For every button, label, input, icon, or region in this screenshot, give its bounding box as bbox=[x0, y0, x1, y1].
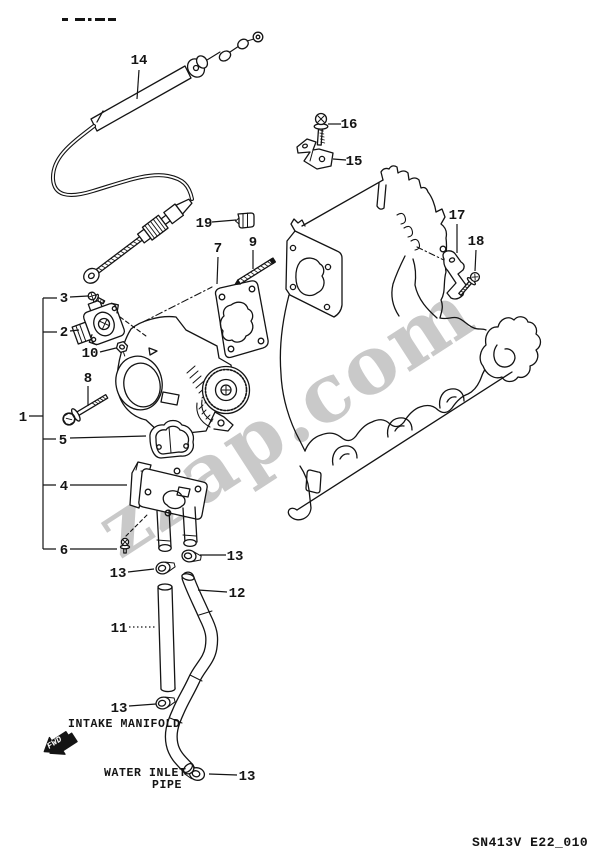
hose-clamp-a bbox=[181, 549, 202, 563]
callout-16: 16 bbox=[341, 117, 358, 133]
callout-13a: 13 bbox=[227, 549, 244, 565]
leader-14 bbox=[136, 69, 140, 100]
leader-13d bbox=[208, 773, 238, 776]
engine-bracket bbox=[442, 250, 467, 300]
hose-clamp-b bbox=[155, 561, 176, 575]
alignment-lines bbox=[119, 286, 213, 537]
callout-3: 3 bbox=[60, 291, 68, 307]
curved-hose bbox=[164, 571, 219, 775]
callout-9: 9 bbox=[249, 235, 257, 251]
throttle-cable bbox=[50, 31, 264, 284]
callout-18: 18 bbox=[468, 234, 485, 250]
stud-bolt bbox=[234, 257, 277, 286]
hose-clamp-c bbox=[155, 696, 176, 710]
callout-13d: 13 bbox=[239, 769, 256, 785]
sensor-screw bbox=[87, 291, 106, 305]
bracket-bolt-small bbox=[458, 271, 481, 296]
straight-hose bbox=[157, 583, 176, 693]
leader-15 bbox=[332, 158, 347, 161]
callout-15: 15 bbox=[346, 154, 363, 170]
callout-19: 19 bbox=[196, 216, 213, 232]
callouts: 14 16 15 19 9 7 17 18 3 2 10 8 1 5 4 6 1… bbox=[19, 53, 485, 785]
callout-8: 8 bbox=[84, 371, 92, 387]
leader-13b bbox=[127, 568, 155, 573]
callout-1: 1 bbox=[19, 410, 27, 426]
leader-lines bbox=[29, 69, 477, 776]
callout-11: 11 bbox=[111, 621, 128, 637]
body-bolt bbox=[62, 393, 109, 426]
callout-12: 12 bbox=[229, 586, 246, 602]
iac-gasket bbox=[149, 419, 195, 459]
iac-valve bbox=[129, 461, 208, 553]
intake-manifold-label: INTAKE MANIFOLD bbox=[68, 718, 181, 731]
water-inlet-label-line1: WATER INLET bbox=[104, 767, 187, 780]
leader-13c bbox=[128, 703, 157, 707]
engine-block bbox=[279, 165, 542, 521]
sensor-nut bbox=[115, 341, 129, 357]
leader-5 bbox=[43, 435, 147, 440]
callout-6: 6 bbox=[60, 543, 68, 559]
cable-bracket bbox=[296, 138, 334, 170]
cropped-top-marks bbox=[62, 18, 116, 21]
callout-13c: 13 bbox=[111, 701, 128, 717]
drawing-code: SN413V E22_010 bbox=[472, 835, 588, 850]
leader-10 bbox=[99, 347, 117, 353]
bracket-line-1 bbox=[29, 298, 44, 549]
leader-3 bbox=[43, 295, 89, 299]
water-inlet-label-line2: PIPE bbox=[152, 779, 182, 792]
throttle-gasket bbox=[214, 280, 269, 359]
leader-18 bbox=[474, 249, 477, 272]
throttle-position-sensor bbox=[71, 299, 126, 346]
callout-2: 2 bbox=[60, 325, 68, 341]
leader-19 bbox=[211, 219, 237, 223]
callout-7: 7 bbox=[214, 241, 222, 257]
valve-screw bbox=[119, 537, 131, 554]
leader-7 bbox=[216, 256, 219, 285]
bracket-bolt bbox=[313, 112, 329, 146]
callout-5: 5 bbox=[59, 433, 67, 449]
callout-10: 10 bbox=[82, 346, 99, 362]
throttle-body bbox=[115, 315, 251, 435]
fwd-arrow bbox=[43, 730, 78, 755]
callout-14: 14 bbox=[131, 53, 148, 69]
callout-13b: 13 bbox=[110, 566, 127, 582]
leader-2 bbox=[43, 329, 80, 333]
callout-4: 4 bbox=[60, 479, 68, 495]
callout-17: 17 bbox=[449, 208, 466, 224]
cable-clamp bbox=[235, 212, 255, 229]
leader-12 bbox=[197, 589, 228, 593]
